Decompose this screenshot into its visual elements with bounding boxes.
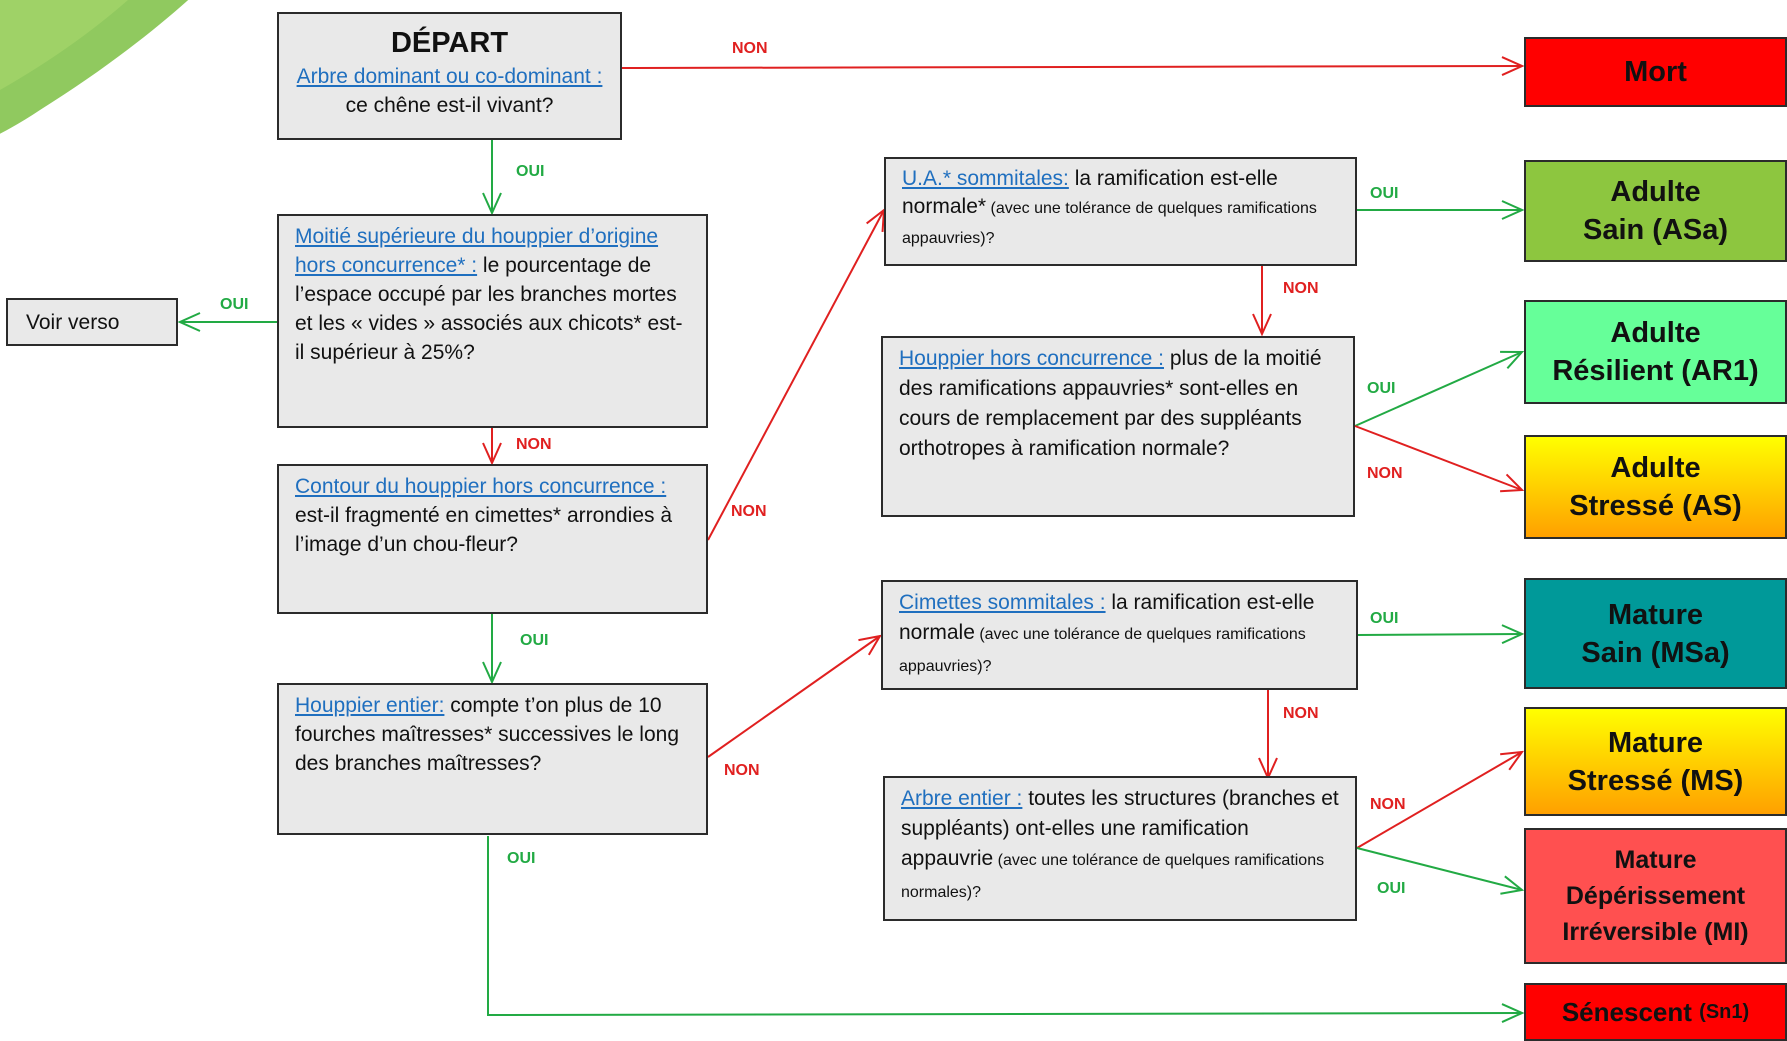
label-oui-entier-sn1: OUI xyxy=(507,850,536,867)
result-mi-line2: Dépérissement xyxy=(1565,882,1746,910)
contour-link[interactable]: Contour du houppier hors concurrence : xyxy=(295,475,667,498)
arrow-start-mort xyxy=(621,66,1522,68)
result-msa-line2: Sain (MSa) xyxy=(1581,636,1730,669)
result-msa-line1: Mature xyxy=(1607,598,1704,631)
arbre-entier-text: toutes les structures (branches et suppl… xyxy=(901,787,1339,870)
label-non-ua-hors: NON xyxy=(1283,280,1319,297)
arrow-hors-as xyxy=(1354,425,1522,490)
label-non-cimettes-arbre: NON xyxy=(1283,705,1319,722)
ua-sommitales-note: (avec une tolérance de quelques ramifica… xyxy=(902,200,1317,247)
label-oui-ua-asa: OUI xyxy=(1370,185,1399,202)
result-as-line2: Stressé (AS) xyxy=(1569,490,1742,522)
contour-box: Contour du houppier hors concurrence : e… xyxy=(277,464,708,614)
result-ms-line1: Mature xyxy=(1607,726,1704,759)
result-mi-line3: Irréversible (MI) xyxy=(1562,918,1749,946)
arrow-entier-sn1 xyxy=(487,836,1522,1015)
result-adulte-sain: Adulte Sain (ASa) xyxy=(1524,160,1787,262)
label-oui-contour-entier: OUI xyxy=(520,632,549,649)
result-mi-line1: Mature xyxy=(1614,846,1697,874)
half-crown-link[interactable]: Moitié supérieure du houppier d’origine … xyxy=(295,225,659,277)
start-question-text: ce chêne est-il vivant? xyxy=(345,94,554,117)
result-adulte-resilient: Adulte Résilient (AR1) xyxy=(1524,300,1787,404)
result-asa-line2: Sain (ASa) xyxy=(1582,214,1729,246)
contour-text: est-il fragmenté en cimettes* arrondies … xyxy=(295,504,673,556)
arrow-contour-ua xyxy=(707,210,884,541)
houppier-entier-box: Houppier entier: compte t’on plus de 10 … xyxy=(277,683,708,835)
arrow-entier-cimettes xyxy=(707,636,880,758)
half-crown-box: Moitié supérieure du houppier d’origine … xyxy=(277,214,708,428)
result-mort: Mort xyxy=(1524,37,1787,107)
voir-verso-box[interactable]: Voir verso xyxy=(6,298,178,346)
result-adulte-stresse: Adulte Stressé (AS) xyxy=(1524,435,1787,539)
cimettes-sommitales-note: (avec une tolérance de quelques ramifica… xyxy=(899,626,1306,675)
result-mature-stresse: Mature Stressé (MS) xyxy=(1524,707,1787,816)
label-oui-hors-ar1: OUI xyxy=(1367,380,1396,397)
result-ar1-line1: Adulte xyxy=(1610,317,1701,349)
arbre-entier-note: (avec une tolérance de quelques ramifica… xyxy=(901,852,1325,901)
label-oui-start-half: OUI xyxy=(516,163,545,180)
result-ar1-line2: Résilient (AR1) xyxy=(1552,355,1759,387)
houppier-entier-link[interactable]: Houppier entier: xyxy=(295,694,445,717)
label-non-start-mort: NON xyxy=(732,40,768,57)
hors-concurrence-link[interactable]: Houppier hors concurrence : xyxy=(899,347,1164,370)
arbre-entier-link[interactable]: Arbre entier : xyxy=(901,787,1023,810)
label-oui-cimettes-msa: OUI xyxy=(1370,610,1399,627)
half-crown-text: le pourcentage de l’espace occupé par le… xyxy=(295,254,683,364)
label-oui-half-verso: OUI xyxy=(220,296,249,313)
start-question-link[interactable]: Arbre dominant ou co-dominant : xyxy=(296,65,603,88)
label-non-entier-cimettes: NON xyxy=(724,762,760,779)
result-mature-deperissement: Mature Dépérissement Irréversible (MI) xyxy=(1524,828,1787,964)
result-sn1-main: Sénescent xyxy=(1561,996,1692,1027)
result-mort-label: Mort xyxy=(1624,55,1687,88)
voir-verso-label: Voir verso xyxy=(26,311,120,334)
ua-sommitales-text: la ramification est-elle normale* xyxy=(902,167,1278,218)
start-box: DÉPART Arbre dominant ou co-dominant : c… xyxy=(277,12,622,140)
label-non-half-contour: NON xyxy=(516,436,552,453)
arrow-cimettes-msa xyxy=(1356,634,1522,635)
arbre-entier-box: Arbre entier : toutes les structures (br… xyxy=(883,776,1357,921)
cimettes-sommitales-text: la ramification est-elle normale xyxy=(899,591,1315,644)
hors-concurrence-text: plus de la moitié des ramifications appa… xyxy=(899,347,1322,460)
result-mature-sain: Mature Sain (MSa) xyxy=(1524,578,1787,689)
result-as-line1: Adulte xyxy=(1610,452,1701,484)
result-ms-line2: Stressé (MS) xyxy=(1567,764,1744,797)
label-oui-arbre-mi: OUI xyxy=(1377,880,1406,897)
arrow-arbre-mi xyxy=(1356,847,1522,890)
result-asa-line1: Adulte xyxy=(1610,176,1701,208)
cimettes-sommitales-box: Cimettes sommitales : la ramification es… xyxy=(881,580,1358,690)
result-senescent: Sénescent (Sn1) xyxy=(1524,983,1787,1041)
ua-sommitales-box: U.A.* sommitales: la ramification est-el… xyxy=(884,157,1357,266)
hors-concurrence-box: Houppier hors concurrence : plus de la m… xyxy=(881,336,1355,517)
arrow-hors-ar1 xyxy=(1354,352,1522,427)
houppier-entier-text: compte t’on plus de 10 fourches maîtress… xyxy=(295,694,679,775)
label-non-hors-as: NON xyxy=(1367,465,1403,482)
arrow-arbre-ms xyxy=(1356,752,1522,849)
result-sn1-suffix: (Sn1) xyxy=(1699,1000,1750,1023)
ua-sommitales-link[interactable]: U.A.* sommitales: xyxy=(902,167,1069,190)
start-title: DÉPART xyxy=(390,27,509,59)
cimettes-sommitales-link[interactable]: Cimettes sommitales : xyxy=(899,591,1106,614)
label-non-contour-ua: NON xyxy=(731,503,767,520)
label-non-arbre-ms: NON xyxy=(1370,796,1406,813)
